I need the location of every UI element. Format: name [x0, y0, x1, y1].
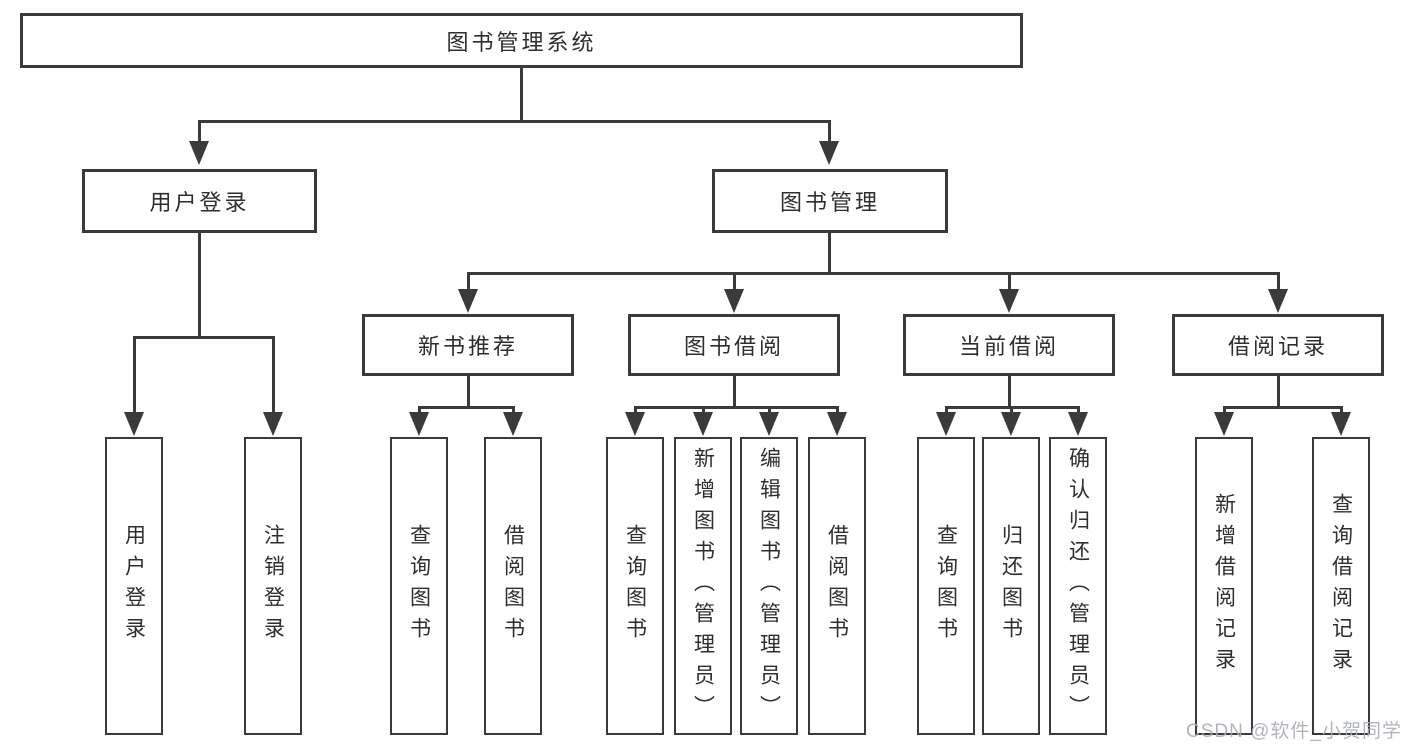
edge-level1-bus: [198, 120, 831, 123]
leaf-add-book-admin: 新增图书（管理员）: [674, 437, 732, 735]
arrow-down-icon: [1268, 289, 1288, 313]
leaf-add-borrow-record: 新增借阅记录: [1195, 437, 1253, 735]
edge-stub: [1223, 406, 1226, 414]
edge-stub: [1008, 272, 1011, 289]
edge-stub: [467, 272, 470, 289]
leaf-query-book-3: 查询图书: [917, 437, 975, 735]
edge-stub: [1340, 406, 1343, 414]
edge-borrow-record-trunk: [1277, 376, 1280, 406]
edge-stub: [512, 406, 515, 414]
node-user-login: 用户登录: [82, 169, 317, 233]
arrow-down-icon: [458, 289, 478, 313]
leaf-logout: 注销登录: [244, 437, 302, 735]
edge-stub: [634, 406, 637, 414]
arrow-down-icon: [1001, 412, 1021, 436]
arrow-down-icon: [999, 289, 1019, 313]
edge-user-login-bus: [133, 336, 275, 339]
edge-root-trunk: [520, 68, 523, 121]
edge-book-borrow-bus: [634, 406, 839, 409]
arrow-down-icon: [759, 412, 779, 436]
edge-stub: [133, 336, 136, 412]
edge-stub: [828, 120, 831, 143]
leaf-confirm-return-admin: 确认归还（管理员）: [1049, 437, 1107, 735]
arrow-down-icon: [124, 412, 144, 436]
arrow-down-icon: [724, 289, 744, 313]
edge-stub: [836, 406, 839, 414]
leaf-query-book-2: 查询图书: [606, 437, 664, 735]
arrow-down-icon: [936, 412, 956, 436]
edge-stub: [1077, 406, 1080, 414]
edge-stub: [198, 120, 201, 143]
edge-current-borrow-trunk: [1008, 376, 1011, 406]
node-book-management: 图书管理: [712, 169, 948, 233]
leaf-borrow-book-1: 借阅图书: [484, 437, 542, 735]
arrow-down-icon: [503, 412, 523, 436]
arrow-down-icon: [189, 141, 209, 165]
edge-stub: [1277, 272, 1280, 289]
edge-stub: [702, 406, 705, 414]
arrow-down-icon: [693, 412, 713, 436]
arrow-down-icon: [409, 412, 429, 436]
edge-stub: [418, 406, 421, 414]
arrow-down-icon: [827, 412, 847, 436]
edge-stub: [1010, 406, 1013, 414]
arrow-down-icon: [1331, 412, 1351, 436]
leaf-user-login: 用户登录: [105, 437, 163, 735]
edge-borrow-record-bus: [1223, 406, 1343, 409]
node-system-root: 图书管理系统: [20, 13, 1023, 68]
node-borrow-record: 借阅记录: [1172, 314, 1384, 376]
edge-book-mgmt-trunk: [828, 233, 831, 272]
edge-stub: [945, 406, 948, 414]
leaf-borrow-book-2: 借阅图书: [808, 437, 866, 735]
leaf-edit-book-admin: 编辑图书（管理员）: [740, 437, 798, 735]
csdn-watermark: CSDN @软件_小贺同学: [1186, 721, 1402, 742]
arrow-down-icon: [1214, 412, 1234, 436]
leaf-query-book-1: 查询图书: [390, 437, 448, 735]
edge-stub: [272, 336, 275, 412]
edge-new-book-trunk: [467, 376, 470, 406]
arrow-down-icon: [819, 141, 839, 165]
node-new-book-recommend: 新书推荐: [362, 314, 574, 376]
edge-new-book-bus: [418, 406, 515, 409]
arrow-down-icon: [263, 412, 283, 436]
leaf-return-book: 归还图书: [982, 437, 1040, 735]
edge-stub: [733, 272, 736, 289]
arrow-down-icon: [1068, 412, 1088, 436]
edge-level2-bus: [467, 272, 1280, 275]
leaf-query-borrow-record: 查询借阅记录: [1312, 437, 1370, 735]
arrow-down-icon: [625, 412, 645, 436]
node-current-borrow: 当前借阅: [903, 314, 1115, 376]
edge-stub: [768, 406, 771, 414]
node-book-borrow: 图书借阅: [628, 314, 840, 376]
edge-book-borrow-trunk: [733, 376, 736, 406]
edge-user-login-trunk: [198, 233, 201, 336]
